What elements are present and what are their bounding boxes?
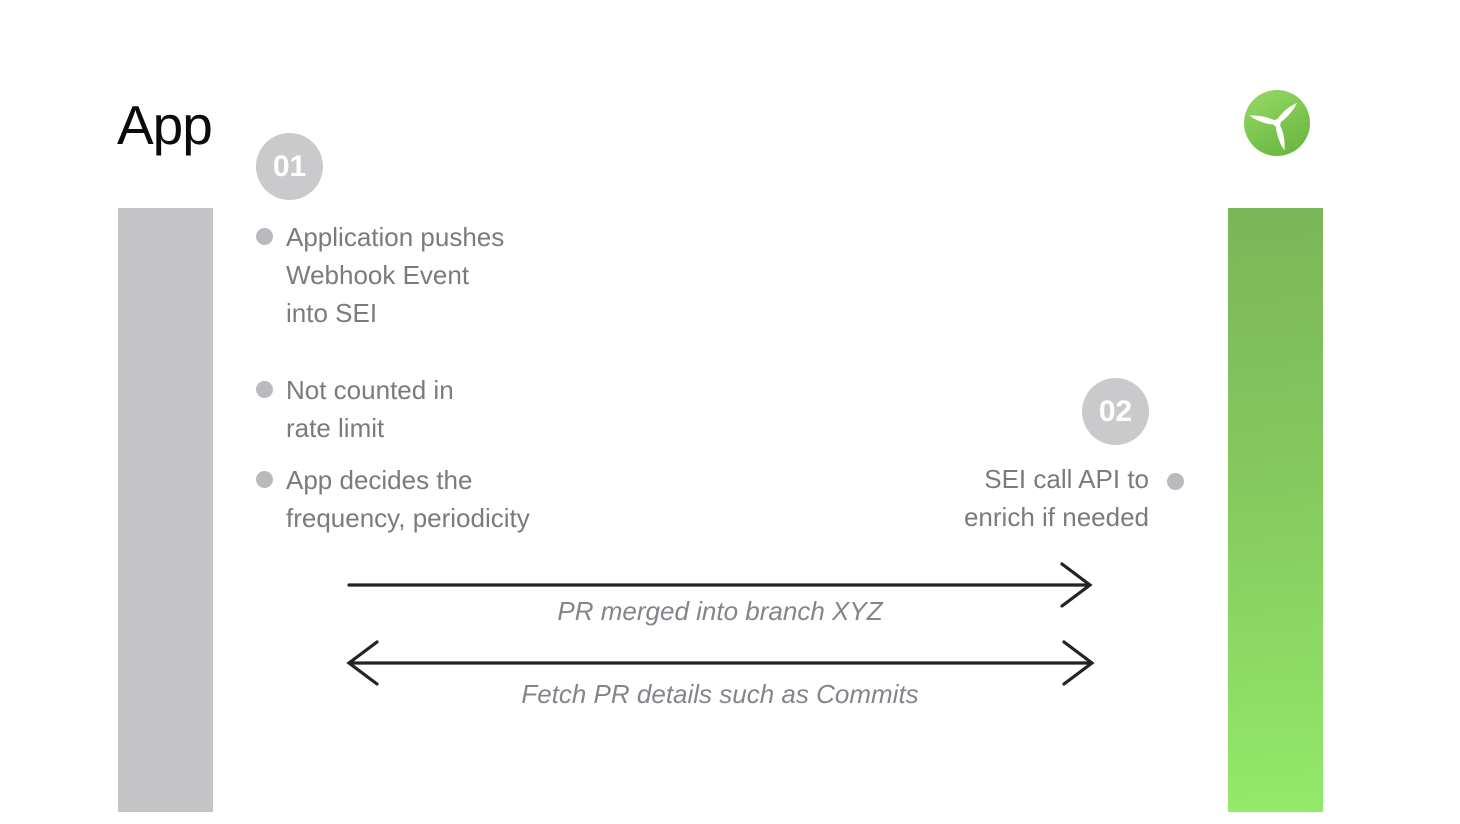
list-item: Application pushes Webhook Event into SE… [256,218,616,332]
step-2-number: 02 [1098,394,1133,428]
propeller-icon [1244,90,1310,156]
arrow-label: Fetch PR details such as Commits [521,679,919,709]
arrow-right-icon [347,562,1093,608]
sei-column-bar [1228,208,1323,812]
step-1-number: 01 [272,149,307,183]
bullet-dot-icon [256,471,273,488]
list-item-text: SEI call API to enrich if needed [963,464,1149,532]
page-title: App [117,94,213,156]
app-column-bar [118,208,213,812]
list-item: App decides the frequency, periodicity [256,461,616,537]
step-2-bullet-item: SEI call API to enrich if needed [964,460,1184,536]
step-1-badge: 01 [256,133,323,200]
bullet-dot-icon [256,228,273,245]
step-1-bullet-list: Application pushes Webhook Event into SE… [256,218,616,537]
arrow-double-icon [346,640,1095,686]
list-item: Not counted in rate limit [256,371,616,447]
list-item-text: App decides the frequency, periodicity [286,465,530,533]
bullet-dot-icon [1167,473,1184,490]
list-item-text: Not counted in rate limit [286,375,454,443]
list-item-text: Application pushes Webhook Event into SE… [286,222,505,328]
step-2-badge: 02 [1082,378,1149,445]
arrow-label: PR merged into branch XYZ [557,596,883,626]
bullet-dot-icon [256,381,273,398]
